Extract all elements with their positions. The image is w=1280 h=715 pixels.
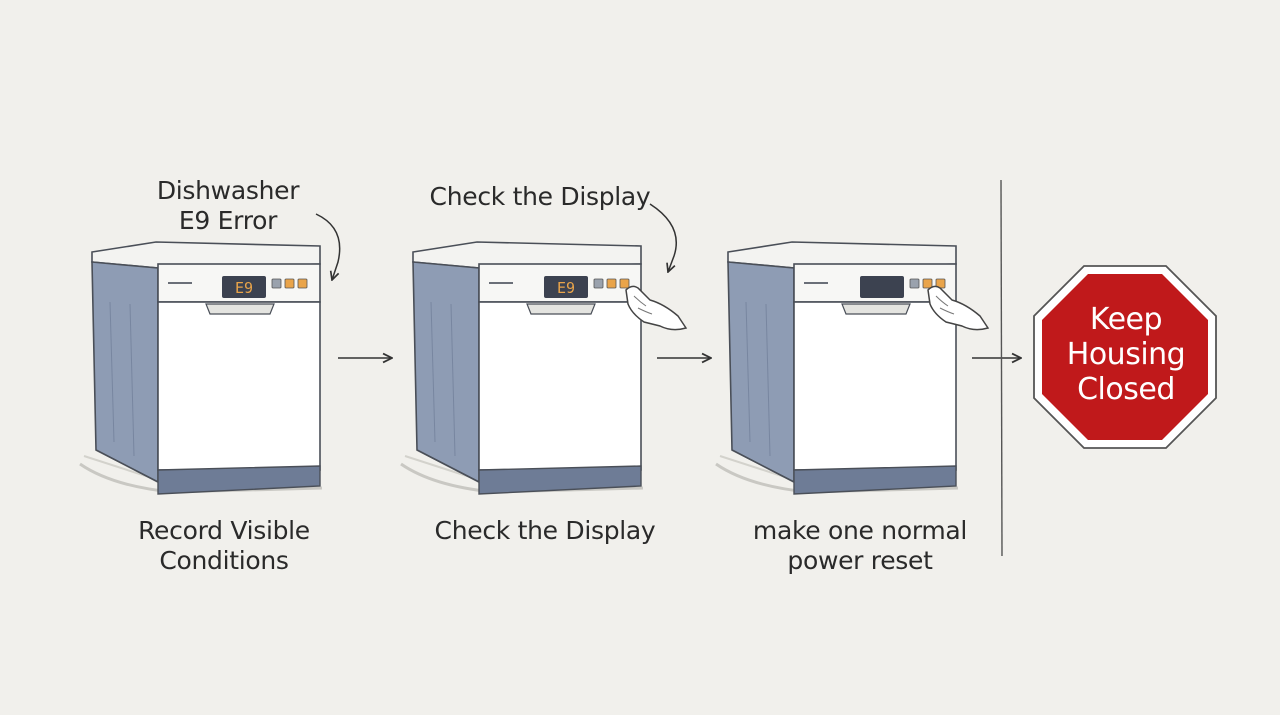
- display-error-code-1: E9: [235, 279, 253, 297]
- stop-sign-icon: [1042, 274, 1208, 440]
- stop-sign-text: Keep Housing Closed: [1040, 302, 1212, 407]
- callout-dishwasher-e9-error: Dishwasher E9 Error: [156, 176, 300, 235]
- display-panel-3: [860, 276, 904, 298]
- panel-button-1c: [297, 278, 308, 289]
- panel-button-2b: [606, 278, 617, 289]
- panel-button-2c: [619, 278, 630, 289]
- display-panel-2: [544, 276, 588, 298]
- step-1-label: Record Visible Conditions: [138, 516, 310, 575]
- display-panel-1: [222, 276, 266, 298]
- panel-button-3b: [922, 278, 933, 289]
- panel-button-1b: [284, 278, 295, 289]
- stop-sign-line-2: Housing: [1066, 337, 1186, 372]
- stop-sign-line-1: Keep: [1089, 302, 1163, 337]
- stop-sign-line-3: Closed: [1077, 372, 1175, 407]
- step-3-label: make one normal power reset: [752, 516, 968, 575]
- panel-button-3a: [909, 278, 920, 289]
- display-error-code-2: E9: [557, 279, 575, 297]
- dishwasher-3-illustration: [714, 240, 960, 496]
- callout-check-the-display: Check the Display: [429, 182, 651, 211]
- step-2-label: Check the Display: [434, 516, 656, 545]
- callout-arrow-2: [649, 203, 678, 272]
- callout-arrow-1: [315, 213, 341, 280]
- divider-line: [1000, 179, 1003, 557]
- panel-button-1a: [271, 278, 282, 289]
- panel-button-2a: [593, 278, 604, 289]
